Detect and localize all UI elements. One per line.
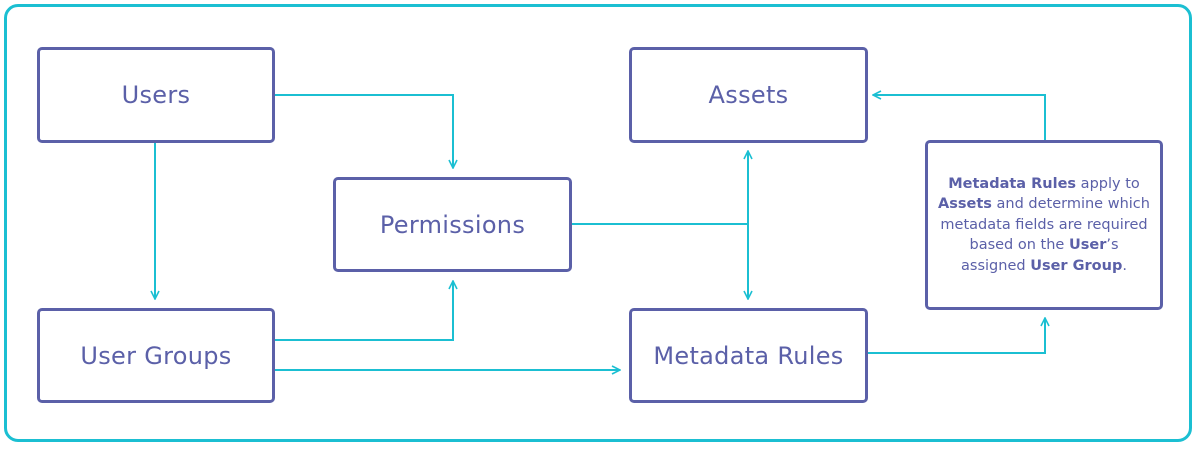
note-text: Metadata Rules apply to Assets and deter… xyxy=(938,174,1150,277)
metadata-rules-label: Metadata Rules xyxy=(653,341,844,370)
note-bold-metadata-rules: Metadata Rules xyxy=(948,175,1077,192)
note-bold-user-group: User Group xyxy=(1030,257,1123,274)
note-text-part: and determine which metadata fields are … xyxy=(940,196,1150,254)
permissions-node: Permissions xyxy=(333,177,572,272)
diagram-frame xyxy=(4,4,1192,442)
metadata-rules-note: Metadata Rules apply to Assets and deter… xyxy=(925,140,1163,310)
assets-node: Assets xyxy=(629,47,868,143)
note-text-part: ’s assigned xyxy=(961,237,1119,274)
users-label: Users xyxy=(121,81,191,109)
permissions-label: Permissions xyxy=(379,210,526,239)
connector-metadata-rules-to-note xyxy=(868,318,1045,354)
note-text-part: . xyxy=(1122,257,1127,274)
assets-label: Assets xyxy=(708,81,789,109)
user-groups-node: User Groups xyxy=(37,308,275,403)
note-bold-user: User xyxy=(1068,237,1107,254)
connector-user-groups-to-permissions xyxy=(275,281,453,341)
note-text-part: apply to xyxy=(1076,175,1140,192)
connector-users-to-permissions xyxy=(275,94,453,168)
users-node: Users xyxy=(37,47,275,143)
user-groups-label: User Groups xyxy=(80,341,232,370)
metadata-rules-node: Metadata Rules xyxy=(629,308,868,403)
connector-note-to-assets xyxy=(873,95,1046,140)
note-bold-assets: Assets xyxy=(938,196,992,213)
